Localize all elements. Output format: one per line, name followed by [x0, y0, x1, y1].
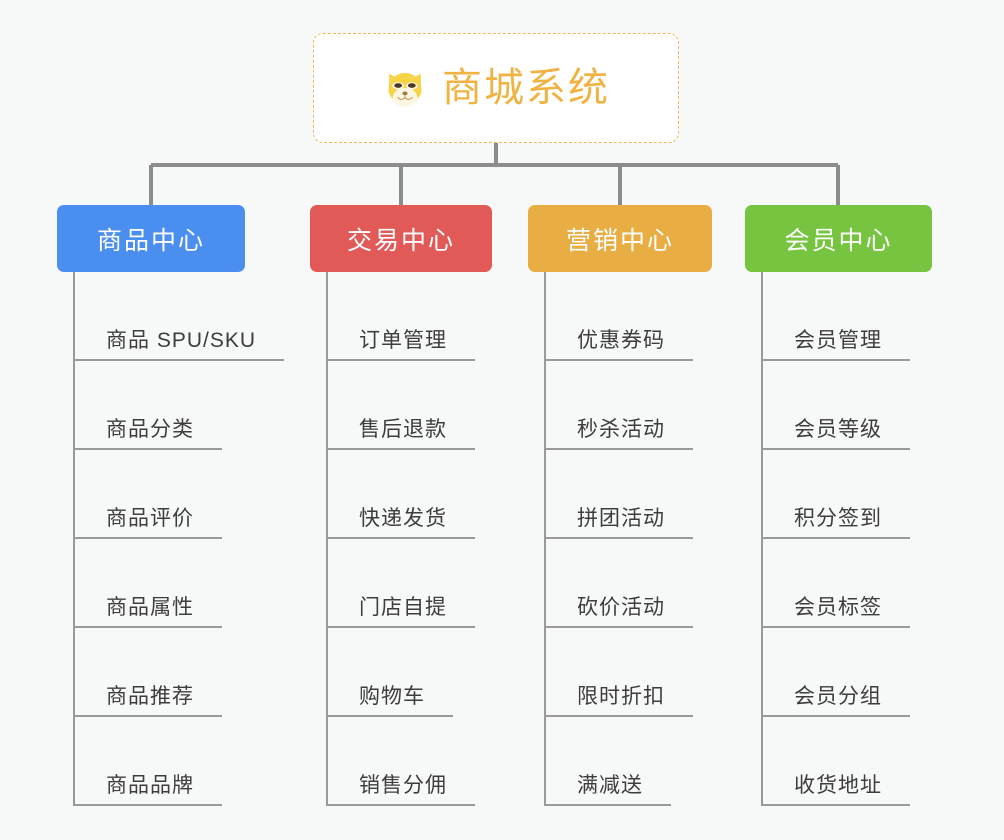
leaf-item[interactable]: 积分签到 [763, 450, 1003, 539]
leaf-label: 售后退款 [328, 418, 475, 450]
leaf-label: 积分签到 [763, 507, 910, 539]
leaf-item[interactable]: 会员管理 [763, 272, 1003, 361]
leaf-item[interactable]: 售后退款 [328, 361, 568, 450]
leaf-item[interactable]: 会员等级 [763, 361, 1003, 450]
leaf-label: 门店自提 [328, 596, 475, 628]
leaf-label: 收货地址 [763, 774, 910, 806]
leaf-list-3: 会员管理会员等级积分签到会员标签会员分组收货地址 [761, 272, 1003, 806]
leaf-item[interactable]: 限时折扣 [546, 628, 786, 717]
leaf-label: 购物车 [328, 685, 453, 717]
leaf-label: 商品分类 [75, 418, 222, 450]
leaf-label: 限时折扣 [546, 685, 693, 717]
leaf-item[interactable]: 收货地址 [763, 717, 1003, 806]
category-box-2[interactable]: 营销中心 [528, 205, 712, 272]
category-column-3: 会员中心会员管理会员等级积分签到会员标签会员分组收货地址 [745, 205, 932, 806]
leaf-item[interactable]: 商品属性 [75, 539, 315, 628]
leaf-label: 订单管理 [328, 329, 475, 361]
leaf-item[interactable]: 会员标签 [763, 539, 1003, 628]
leaf-label: 满减送 [546, 774, 671, 806]
category-box-1[interactable]: 交易中心 [310, 205, 492, 272]
category-box-3[interactable]: 会员中心 [745, 205, 932, 272]
leaf-item[interactable]: 砍价活动 [546, 539, 786, 628]
leaf-item[interactable]: 快递发货 [328, 450, 568, 539]
leaf-list-1: 订单管理售后退款快递发货门店自提购物车销售分佣 [326, 272, 568, 806]
leaf-item[interactable]: 秒杀活动 [546, 361, 786, 450]
leaf-label: 会员标签 [763, 596, 910, 628]
leaf-item[interactable]: 销售分佣 [328, 717, 568, 806]
leaf-item[interactable]: 门店自提 [328, 539, 568, 628]
leaf-item[interactable]: 优惠券码 [546, 272, 786, 361]
leaf-item[interactable]: 拼团活动 [546, 450, 786, 539]
leaf-label: 会员分组 [763, 685, 910, 717]
leaf-item[interactable]: 商品品牌 [75, 717, 315, 806]
leaf-item[interactable]: 商品 SPU/SKU [75, 272, 315, 361]
leaf-label: 商品品牌 [75, 774, 222, 806]
leaf-list-2: 优惠券码秒杀活动拼团活动砍价活动限时折扣满减送 [544, 272, 786, 806]
category-column-0: 商品中心商品 SPU/SKU 商品分类商品评价商品属性商品推荐商品品牌 [57, 205, 285, 806]
root-node[interactable]: 商城系统 [313, 33, 679, 143]
leaf-item[interactable]: 购物车 [328, 628, 568, 717]
leaf-item[interactable]: 商品分类 [75, 361, 315, 450]
leaf-list-0: 商品 SPU/SKU 商品分类商品评价商品属性商品推荐商品品牌 [73, 272, 315, 806]
category-column-2: 营销中心优惠券码秒杀活动拼团活动砍价活动限时折扣满减送 [528, 205, 712, 806]
leaf-label: 商品评价 [75, 507, 222, 539]
leaf-label: 快递发货 [328, 507, 475, 539]
leaf-label: 商品推荐 [75, 685, 222, 717]
leaf-label: 销售分佣 [328, 774, 475, 806]
leaf-item[interactable]: 订单管理 [328, 272, 568, 361]
category-box-0[interactable]: 商品中心 [57, 205, 245, 272]
leaf-item[interactable]: 会员分组 [763, 628, 1003, 717]
category-label: 营销中心 [565, 226, 674, 255]
leaf-item[interactable]: 商品评价 [75, 450, 315, 539]
root-title: 商城系统 [442, 66, 610, 110]
leaf-label: 商品属性 [75, 596, 222, 628]
leaf-label: 拼团活动 [546, 507, 693, 539]
category-column-1: 交易中心订单管理售后退款快递发货门店自提购物车销售分佣 [310, 205, 492, 806]
leaf-label: 秒杀活动 [546, 418, 693, 450]
leaf-item[interactable]: 满减送 [546, 717, 786, 806]
leaf-label: 砍价活动 [546, 596, 693, 628]
category-label: 交易中心 [346, 226, 455, 255]
shiba-dog-face-icon [388, 72, 422, 107]
leaf-item[interactable]: 商品推荐 [75, 628, 315, 717]
leaf-label: 商品 SPU/SKU [75, 329, 285, 361]
category-label: 商品中心 [96, 226, 205, 255]
category-label: 会员中心 [784, 226, 893, 255]
leaf-label: 会员管理 [763, 329, 910, 361]
leaf-label: 优惠券码 [546, 329, 693, 361]
leaf-label: 会员等级 [763, 418, 910, 450]
